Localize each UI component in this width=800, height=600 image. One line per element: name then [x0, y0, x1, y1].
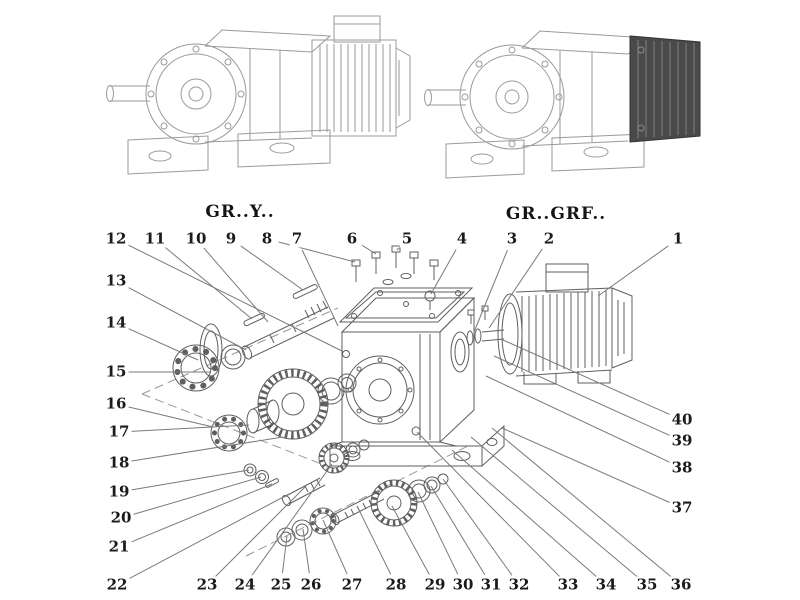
flange-cover-dark: [630, 36, 700, 142]
part-number-17: 17: [106, 422, 132, 441]
leader-line-1: [597, 245, 669, 297]
leader-line-18: [130, 436, 284, 462]
output-shaft-parts: [173, 284, 334, 391]
part-number-39: 39: [669, 431, 695, 450]
leader-line-2: [488, 248, 543, 329]
part-number-6: 6: [344, 229, 360, 248]
leader-line-36: [491, 427, 673, 578]
leader-line-10: [203, 247, 269, 323]
leader-line-24: [251, 463, 333, 576]
leader-line-34: [451, 449, 598, 578]
exploded-view-drawing: [142, 246, 632, 556]
leader-line-4: [430, 249, 457, 295]
leader-line-17: [130, 424, 250, 432]
leader-line-27: [322, 519, 348, 575]
part-number-12: 12: [103, 229, 129, 248]
bolt-holes-right-unit: [462, 47, 562, 147]
leader-line-5: [396, 247, 400, 251]
part-number-35: 35: [634, 575, 660, 594]
leader-line-7: [301, 249, 339, 327]
part-number-3: 3: [504, 229, 520, 248]
leader-line-26: [302, 528, 310, 574]
leader-line-19: [130, 469, 250, 491]
leader-line-37: [501, 427, 672, 504]
part-number-1: 1: [670, 229, 686, 248]
leader-line-6: [361, 244, 377, 255]
intermediate-gear-parts: [211, 369, 356, 507]
gearmotor-gr-grf-drawing: [425, 31, 701, 178]
leader-line-39: [493, 355, 672, 437]
model-title-gr-y: GR..Y..: [205, 202, 275, 222]
part-number-23: 23: [194, 575, 220, 594]
part-number-24: 24: [232, 575, 258, 594]
gearmotor-gr-y-drawing: [107, 16, 411, 174]
leader-line-31: [430, 485, 486, 575]
part-number-9: 9: [223, 229, 239, 248]
leader-line-38: [485, 375, 672, 464]
part-number-11: 11: [142, 229, 168, 248]
part-number-28: 28: [383, 575, 409, 594]
part-number-32: 32: [506, 575, 532, 594]
part-number-4: 4: [454, 229, 470, 248]
part-number-34: 34: [593, 575, 619, 594]
part-number-2: 2: [541, 229, 557, 248]
leader-line-11: [163, 246, 253, 320]
leader-line-40: [502, 339, 672, 416]
model-title-gr-grf: GR..GRF..: [505, 204, 607, 224]
part-number-25: 25: [268, 575, 294, 594]
part-number-29: 29: [422, 575, 448, 594]
leader-line-25: [281, 535, 288, 574]
part-number-38: 38: [669, 458, 695, 477]
leader-line-32: [442, 478, 513, 576]
leader-line-14: [126, 327, 199, 361]
part-number-37: 37: [669, 498, 695, 517]
small-gear-cluster: [319, 440, 369, 473]
leader-line-21: [129, 483, 273, 543]
part-number-7: 7: [289, 229, 305, 248]
leader-line-9: [240, 245, 304, 291]
part-number-5: 5: [399, 229, 415, 248]
cover-fasteners: [352, 246, 438, 310]
part-number-8: 8: [259, 229, 275, 248]
leader-line-12: [126, 243, 345, 353]
input-shaft-parts: [277, 474, 448, 546]
part-number-30: 30: [450, 575, 476, 594]
leader-line-35: [470, 436, 639, 578]
bolt-holes-left-unit: [148, 46, 244, 142]
leader-line-33: [416, 431, 560, 577]
leader-line-16: [127, 406, 214, 428]
part-number-27: 27: [339, 575, 365, 594]
part-number-13: 13: [103, 271, 129, 290]
part-number-26: 26: [298, 575, 324, 594]
leader-line-3: [473, 249, 508, 333]
part-number-33: 33: [555, 575, 581, 594]
leader-line-13: [126, 286, 247, 351]
part-number-16: 16: [103, 394, 129, 413]
part-number-31: 31: [478, 575, 504, 594]
leader-line-28: [356, 505, 392, 575]
part-number-36: 36: [668, 575, 694, 594]
part-number-15: 15: [103, 362, 129, 381]
part-number-21: 21: [106, 537, 132, 556]
part-number-10: 10: [183, 229, 209, 248]
leader-line-23: [215, 486, 306, 577]
leader-line-20: [132, 476, 262, 516]
part-number-22: 22: [104, 575, 130, 594]
part-number-40: 40: [669, 410, 695, 429]
part-number-19: 19: [106, 482, 132, 501]
part-number-20: 20: [108, 508, 134, 527]
part-number-18: 18: [106, 453, 132, 472]
alignment-dashed-lines: [142, 308, 468, 556]
motor-drawing: [467, 264, 632, 384]
leader-line-22: [127, 493, 290, 580]
leader-line-30: [417, 491, 459, 575]
part-number-14: 14: [103, 313, 129, 332]
leader-line-29: [391, 505, 430, 575]
